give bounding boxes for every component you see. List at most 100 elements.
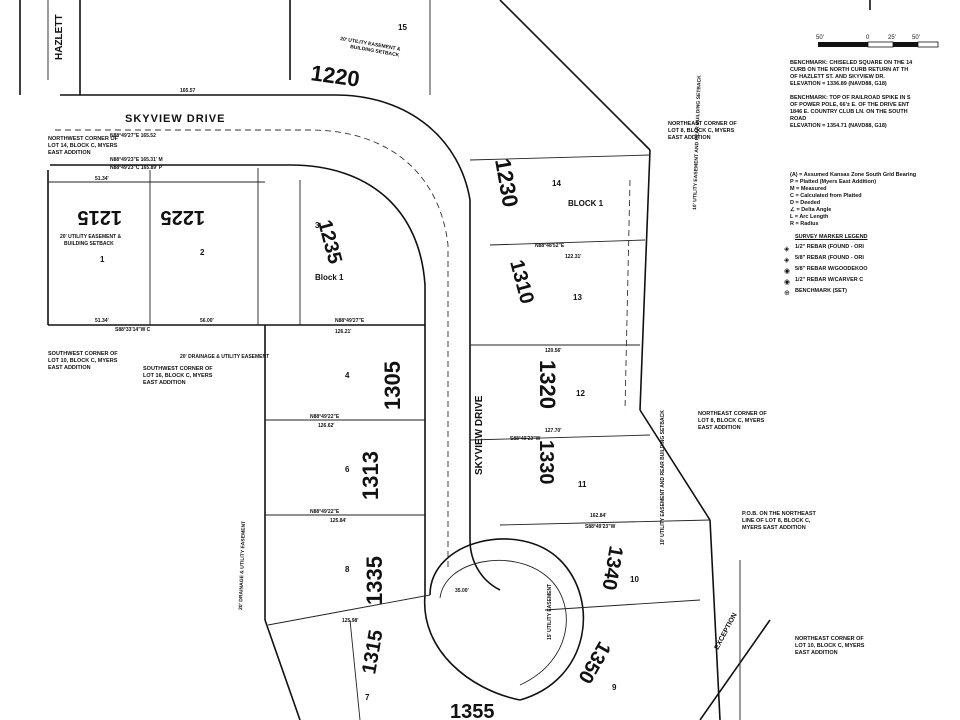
dist-d13: 35.00' xyxy=(455,588,469,594)
pob-line3: MYERS EAST ADDITION xyxy=(742,525,806,531)
benchmark-line xyxy=(790,88,955,95)
lot-11: 11 xyxy=(578,480,587,489)
dist-d9: 122.31' xyxy=(565,254,581,260)
ne-corner-lot8-top-line3: EAST ADDITION xyxy=(668,135,711,141)
dist-d11: 127.70' xyxy=(545,428,561,434)
bearing-labels: N88°49'27"E 165.52 N88°49'23"E 165.31' M… xyxy=(95,88,616,624)
bearing-b5: N88°49'27"E xyxy=(335,318,365,324)
address-1310: 1310 xyxy=(505,258,538,307)
ne-corner-lot8-mid-line2: LOT 8, BLOCK C, MYERS xyxy=(698,418,765,424)
lot-2: 2 xyxy=(200,248,205,257)
address-1330: 1330 xyxy=(535,440,557,485)
survey-marker-symbols: ◈ ◈ ◉ ◉ ⊕ xyxy=(784,246,790,297)
address-1220: 1220 xyxy=(309,60,361,92)
address-1335: 1335 xyxy=(362,556,387,605)
abbrev-line: L = Arc Length xyxy=(790,214,829,220)
benchmark-line: ROAD xyxy=(790,116,807,122)
scale-label-2: 0 xyxy=(866,35,870,41)
address-1355: 1355 xyxy=(450,701,495,720)
lot-lines-left xyxy=(47,168,431,720)
easement-labels: 20' UTILITY EASEMENT & BUILDING SETBACK … xyxy=(60,36,739,651)
lot-1: 1 xyxy=(100,255,105,264)
address-1305: 1305 xyxy=(380,361,405,410)
scale-label-4: 50' xyxy=(912,35,920,41)
lot-9: 9 xyxy=(612,683,617,692)
scale-bar: 50' 0 25' 50' xyxy=(816,0,939,48)
pob-line2: LINE OF LOT 8, BLOCK C, xyxy=(742,518,811,524)
abbrev-legend: (A) = Assumed Kansas Zone South Grid Bea… xyxy=(790,172,955,228)
lot-3: 3 xyxy=(315,221,320,230)
sw-corner-lot10-line3: EAST ADDITION xyxy=(48,365,91,371)
address-1340: 1340 xyxy=(597,544,626,592)
abbrev-line: C = Calculated from Platted xyxy=(790,193,862,199)
sw-corner-lot16-line3: EAST ADDITION xyxy=(143,380,186,386)
address-1230: 1230 xyxy=(490,157,523,210)
dist-d10: 120.56' xyxy=(545,348,561,354)
ne-corner-lot8-mid-line3: EAST ADDITION xyxy=(698,425,741,431)
svg-text:⊕: ⊕ xyxy=(784,290,790,297)
ne-corner-lot10-line2: LOT 10, BLOCK C, MYERS xyxy=(795,643,865,649)
survey-marker-legend: SURVEY MARKER LEGEND 1/2" REBAR (FOUND -… xyxy=(795,234,960,295)
benchmark-line: 1846 E. COUNTRY CLUB LN. ON THE SOUTH xyxy=(790,109,908,115)
lot-15: 15 xyxy=(398,23,407,32)
corner-labels: NORTHWEST CORNER OF LOT 14, BLOCK C, MYE… xyxy=(48,121,865,656)
abbrev-line: R = Radius xyxy=(790,221,819,227)
nw-corner-lot14-line1: NORTHWEST CORNER OF xyxy=(48,136,119,142)
lot-numbers: 1 2 3 4 6 8 7 15 14 13 12 11 10 9 xyxy=(100,23,639,702)
lot-10: 10 xyxy=(630,575,639,584)
svg-text:◉: ◉ xyxy=(784,279,790,286)
sw-corner-lot16-line1: SOUTHWEST CORNER OF xyxy=(143,366,213,372)
hazlett-label: HAZLETT xyxy=(54,14,65,60)
bearing-b8: S88°49'23"W xyxy=(510,436,541,442)
dist-d6: 126.62' xyxy=(318,423,334,429)
drainage-utility-label: 20' DRAINAGE & UTILITY EASEMENT xyxy=(180,354,269,360)
bearing-b1: N88°49'27"E 165.52 xyxy=(110,133,156,139)
scale-label-3: 25' xyxy=(888,35,896,41)
dist-d7: 125.84' xyxy=(330,518,346,524)
skyview-drive-label-top: SKYVIEW DRIVE xyxy=(125,113,225,125)
abbrev-line: D = Deeded xyxy=(790,200,821,206)
skyview-drive-road xyxy=(50,94,521,701)
lot-12: 12 xyxy=(576,389,585,398)
legend-item: BENCHMARK (SET) xyxy=(795,288,847,294)
nw-corner-lot14-line3: EAST ADDITION xyxy=(48,150,91,156)
hazlett-street xyxy=(19,0,81,95)
legend-item: 5/8" REBAR W/GOODEKOO xyxy=(795,266,868,272)
sw-corner-lot10-line1: SOUTHWEST CORNER OF xyxy=(48,351,118,357)
lot-4: 4 xyxy=(345,371,350,380)
utility-easement-label: 15' UTILITY EASEMENT xyxy=(547,584,553,640)
address-1225: 1225 xyxy=(161,206,206,228)
bearing-b9: N88°48'52"E xyxy=(535,243,565,249)
svg-text:◈: ◈ xyxy=(784,257,790,264)
svg-text:◈: ◈ xyxy=(784,246,790,253)
skyview-drive-label-vertical: SKYVIEW DRIVE xyxy=(474,395,485,475)
ne-corner-lot8-top-line2: LOT 8, BLOCK C, MYERS xyxy=(668,128,735,134)
pob-line1: P.O.B. ON THE NORTHEAST xyxy=(742,511,816,517)
rear-setback-label: 10' UTILITY EASEMENT AND REAR BUILDING S… xyxy=(692,75,703,210)
bearing-b2: N88°49'23"E 165.31' M xyxy=(110,157,163,163)
rear-setback-label-2: 10' UTILITY EASEMENT AND REAR BUILDING S… xyxy=(660,410,666,545)
nw-corner-lot14-line2: LOT 14, BLOCK C, MYERS xyxy=(48,143,118,149)
abbrev-line: (A) = Assumed Kansas Zone South Grid Bea… xyxy=(790,172,917,178)
dist-d3: 51.34' xyxy=(95,318,109,324)
address-1315: 1315 xyxy=(358,628,387,676)
bearing-b6: N88°49'22"E xyxy=(310,414,340,420)
address-1235: 1235 xyxy=(313,218,346,267)
dist-d5: 126.21' xyxy=(335,329,351,335)
lot-6: 6 xyxy=(345,465,350,474)
bearing-b7: N88°49'22"E xyxy=(310,509,340,515)
benchmark-notes: BENCHMARK: CHISELED SQUARE ON THE 14 CUR… xyxy=(790,60,955,130)
utility-setback-left-line2: BUILDING SETBACK xyxy=(64,241,114,247)
benchmark-line: ELEVATION = 1354.71 (NAVD88, G18) xyxy=(790,123,887,129)
benchmark-line: BENCHMARK: TOP OF RAILROAD SPIKE IN S xyxy=(790,95,911,101)
benchmark-line: OF HAZLETT ST. AND SKYVIEW DR. xyxy=(790,74,885,80)
benchmark-line: OF POWER POLE, 66'± E. OF THE DRIVE ENT xyxy=(790,102,910,108)
drainage-utility-label-2: 20' DRAINAGE & UTILITY EASEMENT xyxy=(238,521,247,610)
dist-d4: 56.00' xyxy=(200,318,214,324)
ne-corner-lot10-line3: EAST ADDITION xyxy=(795,650,838,656)
bearing-b3: N88°49'23"C 165.89' P xyxy=(110,165,163,171)
legend-item: 5/8" REBAR (FOUND - ORI xyxy=(795,255,864,261)
legend-item: 1/2" REBAR W/CARVER C xyxy=(795,277,864,283)
abbrev-line: ∠ = Delta Angle xyxy=(790,207,832,213)
